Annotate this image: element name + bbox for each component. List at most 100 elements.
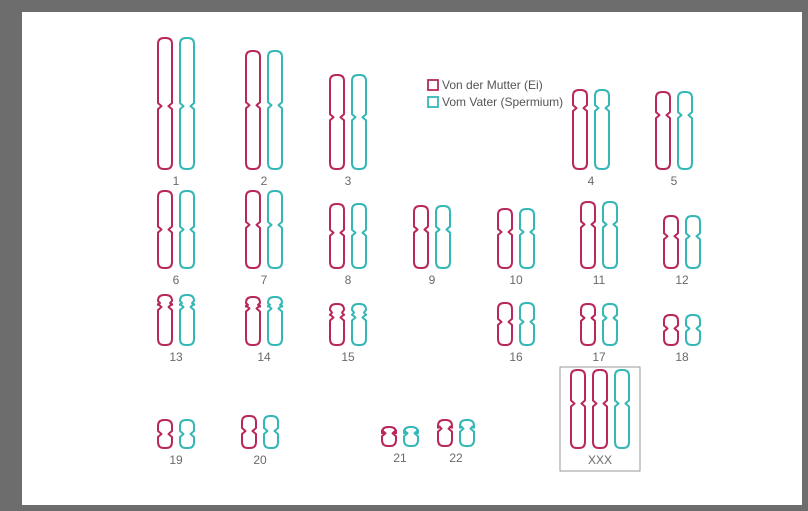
chromosome-number-label: 18: [675, 350, 689, 364]
maternal-chromosome: [581, 202, 595, 268]
paternal-chromosome: [268, 297, 282, 345]
maternal-chromosome: [414, 206, 428, 268]
paternal-chromosome: [520, 303, 534, 345]
paternal-chromosome: [603, 304, 617, 345]
chromosome-pair-17: 17: [581, 304, 617, 364]
chromosome-number-label: 14: [257, 350, 271, 364]
father-legend-swatch: [428, 97, 438, 107]
chromosome-number-label: 13: [169, 350, 183, 364]
chromosome-pair-13: 13: [158, 295, 194, 364]
maternal-chromosome: [382, 427, 396, 446]
chromosome-pair-9: 9: [414, 206, 450, 287]
chromosome-pair-10: 10: [498, 209, 534, 287]
chromosome-pair-11: 11: [581, 202, 617, 287]
paternal-chromosome: [352, 304, 366, 345]
maternal-chromosome: [498, 303, 512, 345]
maternal-chromosome: [330, 304, 344, 345]
chromosome-pair-15: 15: [330, 304, 366, 364]
maternal-chromosome: [593, 370, 607, 448]
chromosome-number-label: 8: [345, 273, 352, 287]
mother-legend-label: Von der Mutter (Ei): [442, 78, 543, 92]
chromosome-pair-5: 5: [656, 92, 692, 188]
chromosome-pair-xxx: XXX: [571, 370, 629, 467]
chromosome-pair-12: 12: [664, 216, 700, 287]
chromosome-number-label: 1: [173, 174, 180, 188]
chromosome-number-label: 5: [671, 174, 678, 188]
paternal-chromosome: [352, 204, 366, 268]
maternal-chromosome: [242, 416, 256, 448]
paternal-chromosome: [460, 420, 474, 446]
chromosome-pair-18: 18: [664, 315, 700, 364]
chromosome-number-label: 3: [345, 174, 352, 188]
chromosome-number-label: 7: [261, 273, 268, 287]
maternal-chromosome: [664, 216, 678, 268]
chromosome-number-label: 20: [253, 453, 267, 467]
chromosome-pair-19: 19: [158, 420, 194, 467]
maternal-chromosome: [573, 90, 587, 169]
maternal-chromosome: [246, 191, 260, 268]
chromosome-number-label: 11: [593, 273, 606, 287]
chromosome-number-label: 6: [173, 273, 180, 287]
maternal-chromosome: [581, 304, 595, 345]
paternal-chromosome: [352, 75, 366, 169]
maternal-chromosome: [158, 295, 172, 345]
chromosome-pair-20: 20: [242, 416, 278, 467]
chromosome-number-label: 4: [588, 174, 595, 188]
paternal-chromosome: [404, 427, 418, 446]
chromosome-number-label: 19: [169, 453, 183, 467]
maternal-chromosome: [158, 420, 172, 448]
maternal-chromosome: [330, 75, 344, 169]
chromosome-pair-8: 8: [330, 204, 366, 287]
paternal-chromosome: [603, 202, 617, 268]
maternal-chromosome: [246, 297, 260, 345]
paternal-chromosome: [686, 216, 700, 268]
maternal-chromosome: [330, 204, 344, 268]
chromosome-pair-1: 1: [158, 38, 194, 188]
maternal-chromosome: [656, 92, 670, 169]
chromosome-number-label: 12: [675, 273, 689, 287]
chromosome-pair-22: 22: [438, 420, 474, 465]
paternal-chromosome: [436, 206, 450, 268]
paternal-chromosome: [595, 90, 609, 169]
chromosome-pair-21: 21: [382, 427, 418, 465]
maternal-chromosome: [246, 51, 260, 169]
paternal-chromosome: [268, 191, 282, 268]
chromosome-number-label: 9: [429, 273, 436, 287]
paternal-chromosome: [678, 92, 692, 169]
paternal-chromosome: [180, 191, 194, 268]
chromosome-pair-16: 16: [498, 303, 534, 364]
paternal-chromosome: [180, 38, 194, 169]
mother-legend-swatch: [428, 80, 438, 90]
chromosome-number-label: 21: [393, 451, 407, 465]
chromosome-number-label: 16: [509, 350, 523, 364]
chromosome-pair-3: 3: [330, 75, 366, 188]
chromosome-number-label: 22: [449, 451, 463, 465]
chromosome-number-label: 17: [592, 350, 606, 364]
chromosome-pair-14: 14: [246, 297, 282, 364]
paternal-chromosome: [686, 315, 700, 345]
maternal-chromosome: [498, 209, 512, 268]
maternal-chromosome: [571, 370, 585, 448]
chromosome-pair-7: 7: [246, 191, 282, 287]
chromosome-number-label: 2: [261, 174, 268, 188]
paternal-chromosome: [180, 420, 194, 448]
paternal-chromosome: [180, 295, 194, 345]
paternal-chromosome: [268, 51, 282, 169]
paternal-chromosome: [264, 416, 278, 448]
paternal-chromosome: [615, 370, 629, 448]
paternal-chromosome: [520, 209, 534, 268]
chromosome-pair-6: 6: [158, 191, 194, 287]
chromosome-number-label: 15: [341, 350, 355, 364]
maternal-chromosome: [438, 420, 452, 446]
maternal-chromosome: [158, 191, 172, 268]
chromosome-pair-4: 4: [573, 90, 609, 188]
chromosome-pair-2: 2: [246, 51, 282, 188]
maternal-chromosome: [158, 38, 172, 169]
maternal-chromosome: [664, 315, 678, 345]
legend: Von der Mutter (Ei) Vom Vater (Spermium): [428, 78, 563, 109]
chromosome-number-label: XXX: [588, 453, 612, 467]
chromosome-number-label: 10: [509, 273, 523, 287]
father-legend-label: Vom Vater (Spermium): [442, 95, 563, 109]
